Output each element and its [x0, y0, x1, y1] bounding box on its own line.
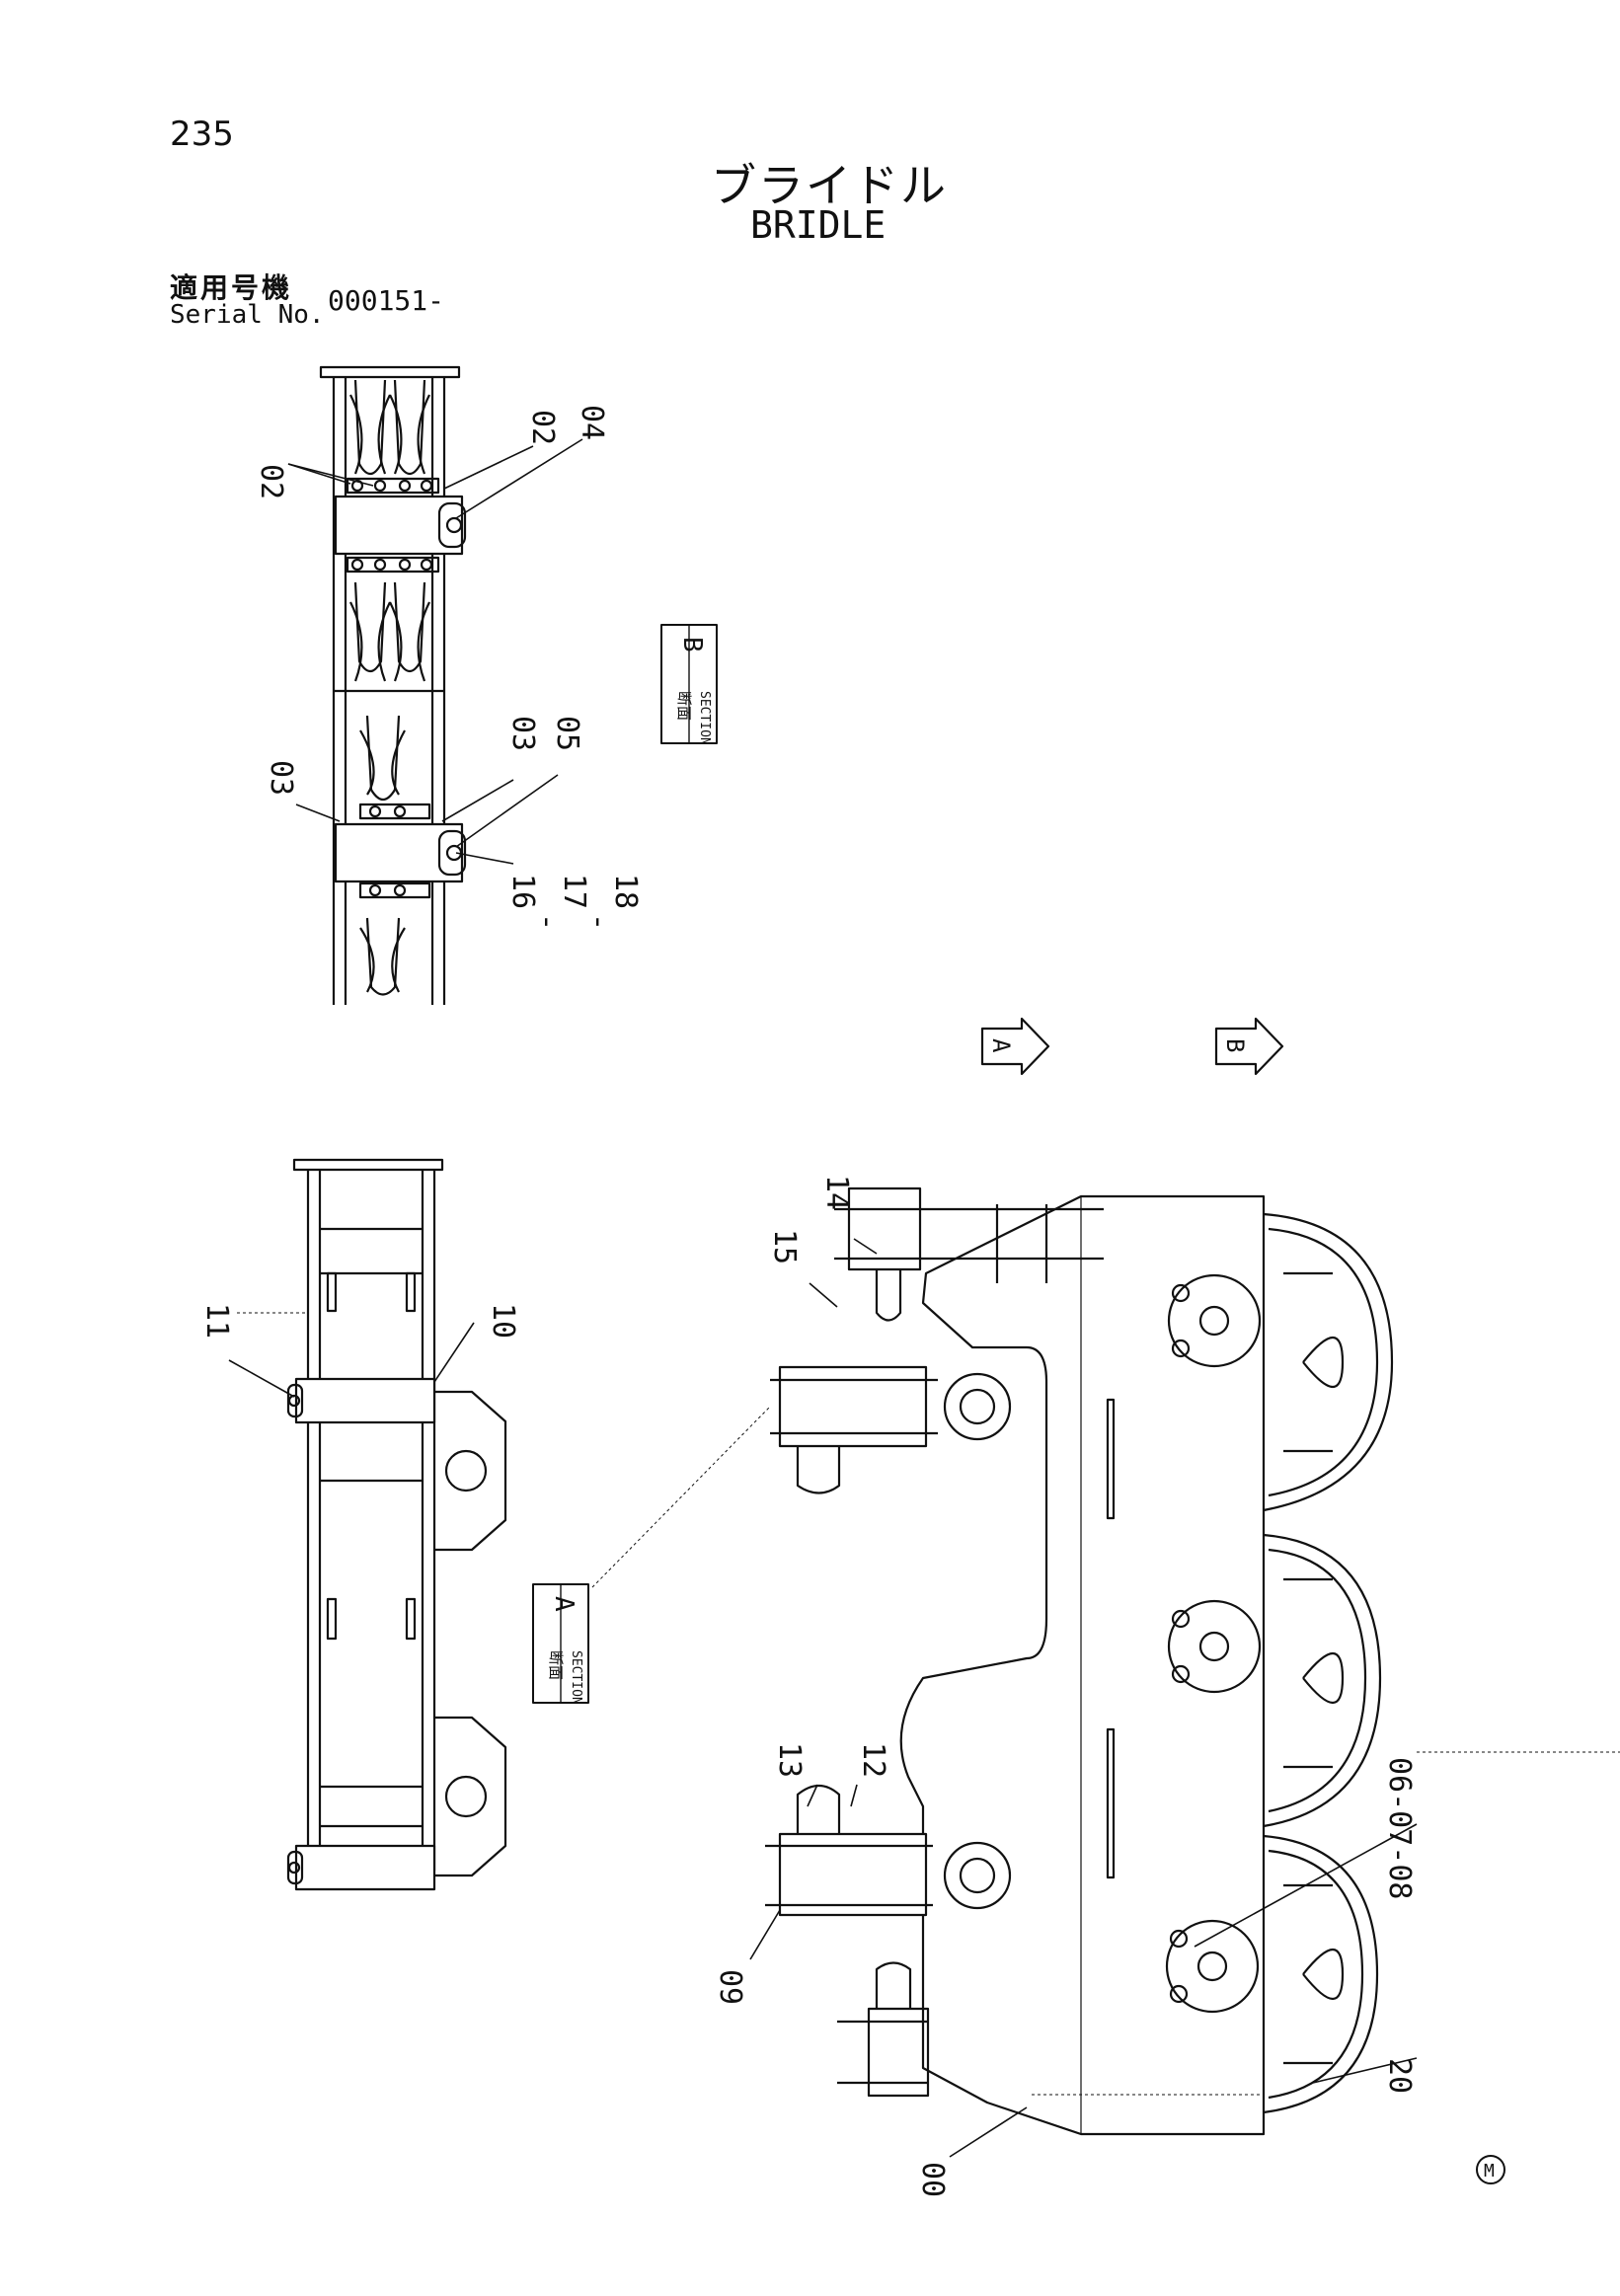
view-arrow-b-letter: B: [1221, 1038, 1249, 1052]
title-english: BRIDLE: [750, 203, 887, 247]
section-b-tag: 断面 SECTION B: [660, 624, 718, 745]
part-label-20: 20: [1382, 2058, 1417, 2094]
view-arrow-a-letter: A: [987, 1038, 1015, 1053]
main-labels: 14 15 13 12 09 06-07-08 20 00: [713, 1175, 1417, 2197]
part-label-13: 13: [772, 1742, 807, 1778]
part-label-dash: -: [530, 913, 565, 931]
serial-number-value: 000151-: [328, 284, 445, 317]
part-label-12: 12: [856, 1742, 890, 1778]
part-label-09: 09: [713, 1969, 747, 2005]
serial-label-japanese: 適用号機: [170, 271, 293, 304]
section-a-tag-letter: A: [549, 1596, 579, 1612]
serial-label-english: Serial No.: [170, 300, 325, 330]
part-label-06-07-08: 06-07-08: [1382, 1757, 1417, 1900]
part-label-11: 11: [199, 1303, 234, 1339]
page-number: 235: [170, 115, 234, 154]
part-label-03: 03: [264, 760, 298, 796]
section-b-tag-jp: 断面: [675, 691, 693, 721]
section-a-tag-jp: 断面: [547, 1650, 565, 1680]
part-label-00: 00: [915, 2162, 950, 2197]
part-label-17: 17: [557, 874, 591, 909]
bridle-main-assembly: [765, 1186, 1394, 2136]
section-b-labels: 02 02 04 03 03 05 16 - 17 - 18: [254, 405, 643, 931]
view-arrows: A B: [980, 1017, 1284, 1076]
section-a-tag-en: SECTION: [569, 1650, 583, 1705]
part-label-05: 05: [550, 716, 584, 751]
part-label-10: 10: [486, 1303, 520, 1339]
part-label-04: 04: [575, 405, 609, 440]
section-a-leaders: [228, 1312, 475, 1398]
part-label-02: 02: [254, 464, 288, 499]
section-b-tag-en: SECTION: [697, 691, 712, 745]
part-label-02: 02: [525, 410, 560, 445]
part-label-18: 18: [608, 874, 643, 909]
title-japanese: ブライドル: [711, 159, 948, 212]
section-a-labels: 11 10: [199, 1303, 520, 1339]
part-label-14: 14: [819, 1175, 854, 1210]
part-label-03: 03: [505, 716, 540, 751]
part-label-dash: -: [581, 913, 616, 931]
section-b-tag-letter: B: [677, 637, 707, 652]
main-leaders: [749, 1238, 1620, 2158]
part-label-16: 16: [505, 874, 540, 909]
section-b-leaders: [287, 438, 583, 865]
section-a-view: [286, 1158, 507, 1891]
section-a-tag: 断面 SECTION A: [532, 1406, 771, 1705]
part-label-15: 15: [767, 1229, 802, 1264]
circled-m-mark: M: [1476, 2155, 1505, 2184]
circled-m-letter: M: [1484, 2161, 1495, 2181]
section-b-view: [319, 365, 467, 1005]
